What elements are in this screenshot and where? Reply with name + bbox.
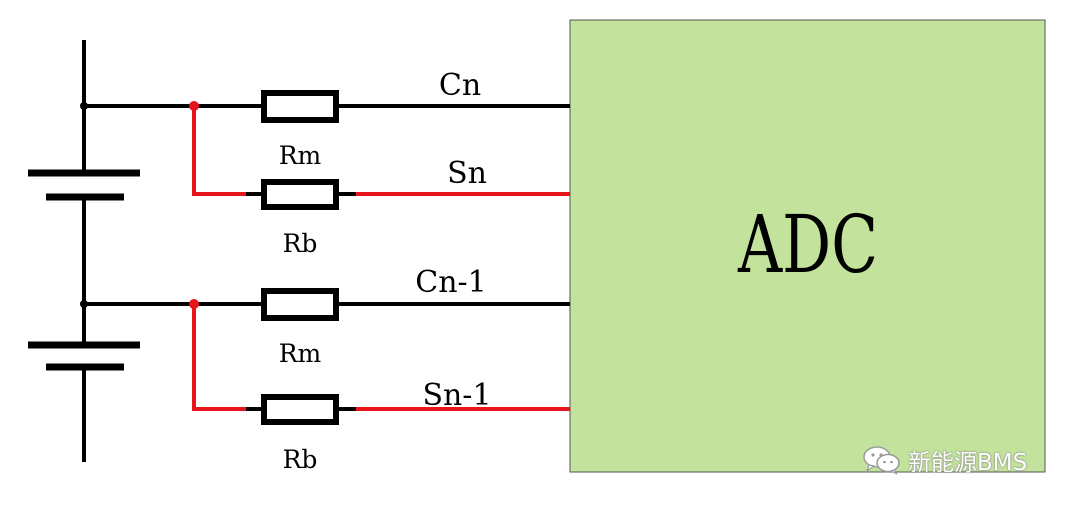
resistor-label-rm-upper: Rm: [279, 141, 322, 170]
resistor-rm-upper: [261, 90, 339, 123]
watermark: 新能源BMS: [862, 444, 1027, 476]
resistor-rb-upper: [261, 179, 339, 210]
line-label-sn-1: Sn-1: [422, 378, 491, 413]
resistor-rb-lower: [261, 394, 339, 425]
adc-block: [569, 19, 1046, 473]
adc-label: ADC: [737, 198, 878, 291]
cn-1-line: [84, 288, 570, 321]
sn-line: [189, 101, 570, 210]
resistor-label-rm-lower: Rm: [279, 339, 322, 368]
battery-stack: [28, 40, 140, 462]
watermark-text: 新能源BMS: [908, 450, 1028, 476]
resistor-rm-lower: [261, 288, 339, 321]
cn-line: [84, 90, 570, 123]
sn-1-line: [189, 299, 570, 425]
sense-node-lower: [189, 299, 199, 309]
wechat-icon: [862, 445, 902, 475]
line-label-cn: Cn: [439, 68, 481, 103]
battery-cell-lower: [28, 341, 140, 371]
resistor-label-rb-upper: Rb: [283, 229, 318, 258]
sense-node-upper: [189, 101, 199, 111]
line-label-sn: Sn: [447, 156, 487, 191]
resistor-label-rb-lower: Rb: [283, 445, 318, 474]
line-label-cn-1: Cn-1: [415, 265, 487, 300]
battery-cell-upper: [28, 169, 140, 201]
